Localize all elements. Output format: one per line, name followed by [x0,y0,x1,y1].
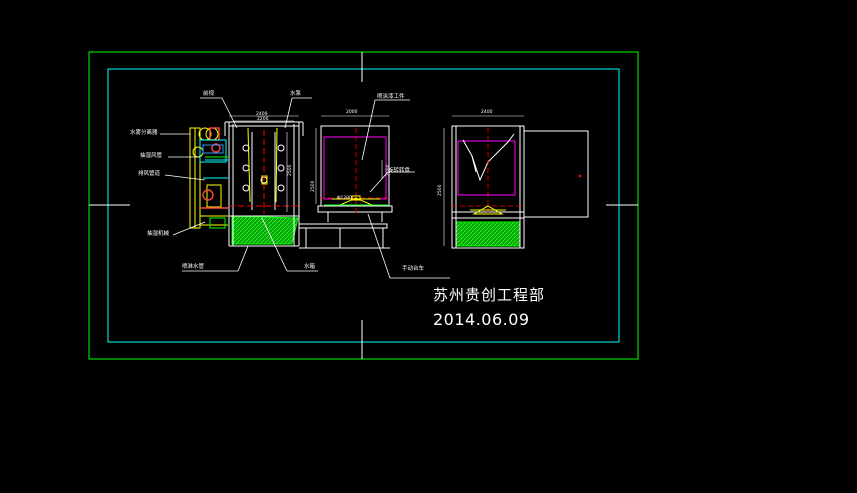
front-dim-left-height: 2500 [437,184,443,196]
water-tank-hatch [231,215,299,245]
side-label-5: 排风管道 [138,169,161,177]
booth-label-manual-trolley: 手动台车 [402,264,425,272]
front-tank-hatch [455,221,521,247]
side-label-2: 水泵 [290,89,302,97]
side-dim-height: 2500 [287,164,293,176]
front-workpiece-outline [457,140,516,196]
side-label-6: 抽湿机械 [147,229,170,237]
company-name: 苏州贵创工程部 [433,286,546,304]
drawing-date: 2014.06.09 [433,310,530,329]
title-block: 苏州贵创工程部 2014.06.09 [433,286,545,330]
front-dim-top-width: 2400 [481,109,493,115]
center-marks [89,52,638,359]
front-view: 2400 2500 [437,109,589,249]
booth-label-rotary-table: 旋转转盘 [388,166,411,174]
booth-view: 喷涂漆工件 旋转转盘 手动台车 2000 Φ1200 2500 2000 [298,92,450,279]
side-dim-overall-width: 2400 [256,111,268,117]
side-label-8: 水箱 [304,262,316,270]
booth-dim-side: 2000 [385,164,391,176]
side-dim-inner-width: 2200 [257,116,269,122]
booth-dim-top-width: 2000 [346,109,358,115]
booth-label-workpiece: 喷涂漆工件 [377,92,405,100]
workpiece-outline [323,136,387,200]
side-label-7: 喷淋水管 [182,262,205,270]
booth-dim-left-height: 2500 [310,180,316,192]
side-label-1: 前视 [203,89,215,97]
side-view: 前视 水泵 水雾分离器 抽湿风管 排风管道 抽湿机械 喷淋水管 水箱 2400 … [130,89,318,272]
side-label-3: 水雾分离器 [130,128,158,136]
booth-dim-table: Φ1200 [337,195,352,201]
side-label-4: 抽湿风管 [140,151,163,159]
